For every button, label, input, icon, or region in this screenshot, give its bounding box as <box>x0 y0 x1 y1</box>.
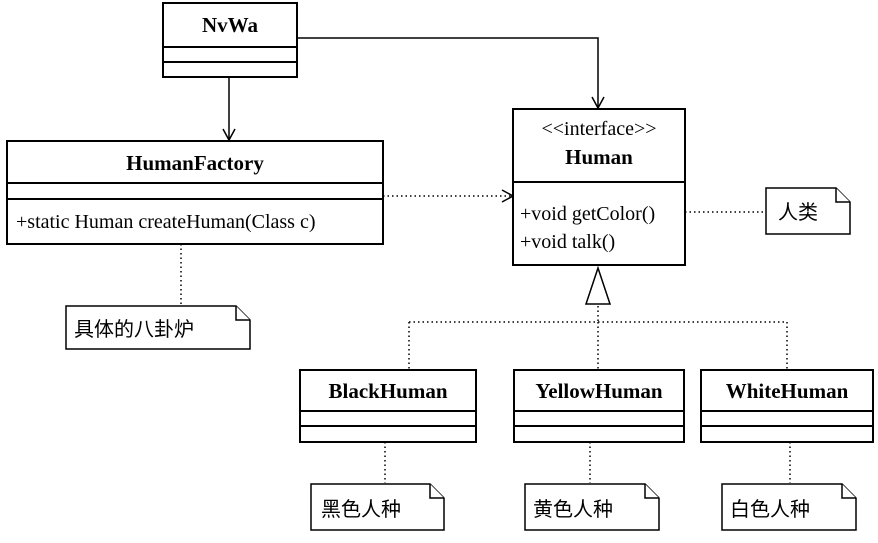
class-human-factory-method: +static Human createHuman(Class c) <box>16 211 316 233</box>
realization-connector <box>408 265 788 369</box>
note-yellow[interactable]: 黄色人种 <box>524 483 660 531</box>
class-nvwa-name: NvWa <box>202 13 259 37</box>
note-black-text: 黑色人种 <box>321 497 401 521</box>
class-white-human[interactable]: WhiteHuman <box>700 369 874 443</box>
interface-human-method-talk: +void talk() <box>520 231 615 253</box>
note-factory[interactable]: 具体的八卦炉 <box>65 305 251 350</box>
class-human-factory[interactable]: HumanFactory +static Human createHuman(C… <box>6 140 384 245</box>
interface-human[interactable]: <<interface>> Human +void getColor() +vo… <box>512 108 686 266</box>
note-human[interactable]: 人类 <box>765 187 851 235</box>
note-human-text: 人类 <box>778 200 818 224</box>
note-yellow-text: 黄色人种 <box>533 497 613 521</box>
nvwa-to-human-association <box>297 37 605 110</box>
class-black-human-name: BlackHuman <box>328 379 447 403</box>
interface-human-name: Human <box>565 145 633 169</box>
note-black[interactable]: 黑色人种 <box>310 483 445 531</box>
note-white[interactable]: 白色人种 <box>721 483 857 531</box>
class-yellow-human-name: YellowHuman <box>535 379 663 403</box>
interface-human-stereotype: <<interface>> <box>541 118 656 140</box>
realization-triangle-icon <box>584 265 612 305</box>
note-white-text: 白色人种 <box>730 497 810 521</box>
note-factory-text: 具体的八卦炉 <box>74 317 194 341</box>
class-black-human[interactable]: BlackHuman <box>299 369 477 443</box>
interface-human-method-getcolor: +void getColor() <box>520 203 655 225</box>
class-yellow-human[interactable]: YellowHuman <box>513 369 685 443</box>
class-white-human-name: WhiteHuman <box>726 379 849 403</box>
class-nvwa[interactable]: NvWa <box>162 2 298 78</box>
class-human-factory-name: HumanFactory <box>126 151 264 175</box>
